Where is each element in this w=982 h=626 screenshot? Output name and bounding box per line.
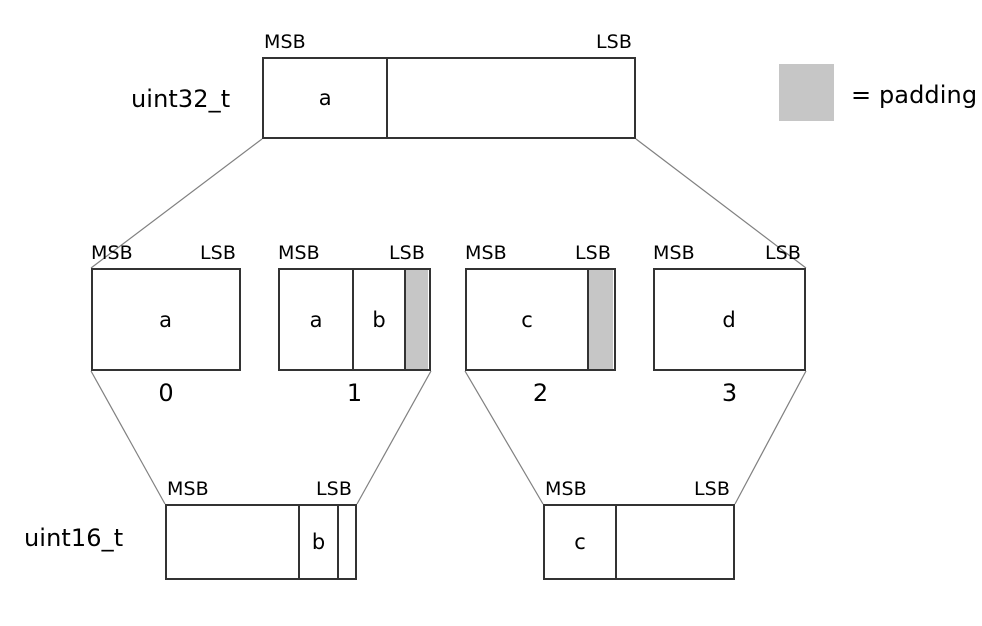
label-byte0-lsb: LSB xyxy=(200,242,236,264)
label-byte2-lsb: LSB xyxy=(575,242,611,264)
label-byte1-lsb: LSB xyxy=(389,242,425,264)
legend-padding-swatch xyxy=(779,64,834,121)
label-byte1-msb: MSB xyxy=(278,242,320,264)
label-byte-index-2: 2 xyxy=(532,379,549,407)
label-byte3-lsb: LSB xyxy=(765,242,801,264)
word16a-cell-b: b xyxy=(300,506,339,578)
label-byte2-msb: MSB xyxy=(465,242,507,264)
word16b-cell-empty xyxy=(617,506,732,578)
byte1-cell-b: b xyxy=(354,270,406,369)
byte2-cell-padding xyxy=(589,270,613,369)
byte1-cell-a: a xyxy=(280,270,354,369)
legend-padding-label: = padding xyxy=(851,81,978,109)
word32-cell-empty xyxy=(388,59,634,137)
byte2-cell-c: c xyxy=(467,270,589,369)
word16a-cell-empty-low xyxy=(339,506,354,578)
word16b-box: c xyxy=(543,504,735,580)
byte1-box: a b xyxy=(278,268,431,371)
byte2-box: c xyxy=(465,268,616,371)
byte3-cell-d: d xyxy=(655,270,803,369)
word32-cell-a: a xyxy=(264,59,389,137)
byte0-cell-a: a xyxy=(93,270,238,369)
label-byte-index-0: 0 xyxy=(158,379,174,407)
label-byte3-msb: MSB xyxy=(653,242,695,264)
label-byte0-msb: MSB xyxy=(91,242,133,264)
byte0-box: a xyxy=(91,268,241,371)
label-uint16-type: uint16_t xyxy=(24,524,124,552)
label-uint32-type: uint32_t xyxy=(131,85,231,113)
label-byte-index-3: 3 xyxy=(721,379,738,407)
label-byte-index-1: 1 xyxy=(346,379,363,407)
label-word16a-msb: MSB xyxy=(167,478,209,500)
byte1-cell-padding xyxy=(406,270,428,369)
word16a-cell-empty-high xyxy=(167,506,300,578)
label-word16a-lsb: LSB xyxy=(316,478,352,500)
word16b-cell-c: c xyxy=(545,506,617,578)
word16a-box: b xyxy=(165,504,357,580)
label-word16b-msb: MSB xyxy=(545,478,587,500)
label-word32-lsb: LSB xyxy=(596,31,632,53)
byte3-box: d xyxy=(653,268,806,371)
label-word32-msb: MSB xyxy=(264,31,306,53)
word32-box: a xyxy=(262,57,636,139)
label-word16b-lsb: LSB xyxy=(694,478,730,500)
